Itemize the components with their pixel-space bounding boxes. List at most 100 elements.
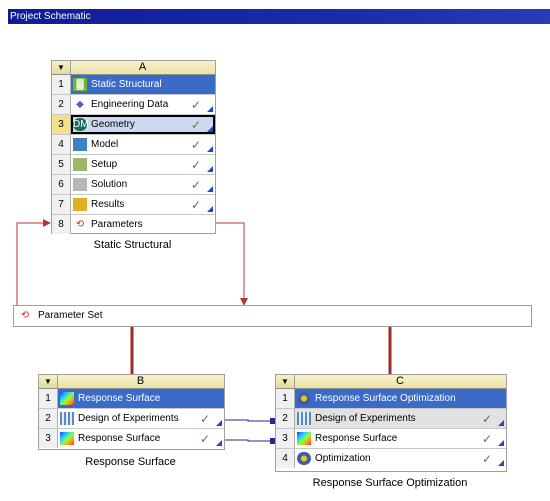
parameter-input-link [16, 222, 50, 305]
cell-corner-marker [498, 460, 504, 466]
cell-label: Parameters [91, 219, 143, 230]
system-a[interactable]: ▼ A 1 ▓ Static Structural 2 ◆ Engineerin… [51, 60, 216, 234]
row-number: 3 [39, 429, 58, 448]
response-surface-transfer-end-marker [270, 438, 276, 444]
cell-label: Optimization [315, 453, 371, 464]
status-check-icon: ✓ [481, 432, 492, 446]
system-a-menu-button[interactable]: ▼ [52, 61, 71, 74]
status-check-icon: ✓ [199, 412, 210, 426]
cell-corner-marker [498, 420, 504, 426]
row-number: 2 [52, 95, 71, 114]
system-c-header: ▼ C [276, 375, 506, 389]
system-c-letter: C [396, 375, 404, 387]
system-a-cell-4[interactable]: 4 Model ✓ [52, 135, 215, 155]
cell-corner-marker [498, 440, 504, 446]
optimization-icon [297, 452, 311, 465]
doe-transfer-end-marker [270, 418, 276, 424]
parameter-set-icon: ⟲ [20, 310, 30, 321]
row-number: 4 [52, 135, 71, 154]
cell-corner-marker [207, 166, 213, 172]
model-icon [73, 138, 87, 151]
status-check-icon: ✓ [481, 452, 492, 466]
title-bar-background [8, 9, 550, 24]
cell-label: Design of Experiments [78, 413, 179, 424]
geometry-icon: DM [73, 118, 89, 131]
cell-background [71, 75, 215, 94]
design-of-experiments-icon [297, 412, 311, 425]
system-a-header: ▼ A [52, 61, 215, 75]
design-of-experiments-icon [60, 412, 74, 425]
system-c-cell-3[interactable]: 3 Response Surface ✓ [276, 429, 506, 449]
system-b-header: ▼ B [39, 375, 224, 389]
static-structural-icon: ▓ [73, 78, 87, 91]
system-b-cell-1[interactable]: 1 Response Surface [39, 389, 224, 409]
row-number: 7 [52, 195, 71, 214]
cell-label: Solution [91, 179, 128, 190]
system-a-caption: Static Structural [93, 239, 172, 251]
row-number: 8 [52, 215, 71, 234]
cell-label: Response Surface [315, 433, 398, 444]
system-b-letter: B [136, 375, 145, 387]
cell-corner-marker [207, 186, 213, 192]
row-number: 6 [52, 175, 71, 194]
system-a-cell-2[interactable]: 2 ◆ Engineering Data ✓ [52, 95, 215, 115]
row-number: 1 [276, 389, 295, 408]
results-icon [73, 198, 87, 211]
system-c-cell-2[interactable]: 2 Design of Experiments ✓ [276, 409, 506, 429]
response-surface-transfer-link [223, 439, 274, 442]
status-check-icon: ✓ [190, 158, 201, 172]
engineering-data-icon: ◆ [76, 99, 84, 110]
cell-label: Setup [91, 159, 118, 170]
cell-label: Response Surface [78, 433, 161, 444]
doe-transfer-link [223, 419, 274, 422]
system-a-cell-3[interactable]: 3 DM Geometry ✓ [52, 115, 215, 135]
cell-label: Geometry [91, 119, 135, 130]
system-b-cell-2[interactable]: 2 Design of Experiments ✓ [39, 409, 224, 429]
cell-selection [71, 115, 215, 134]
row-number: 3 [52, 115, 71, 134]
system-a-cell-5[interactable]: 5 Setup ✓ [52, 155, 215, 175]
parameter-set-label: Parameter Set [38, 310, 103, 321]
row-number: 1 [39, 389, 58, 408]
status-check-icon: ✓ [190, 98, 201, 112]
system-b-cell-3[interactable]: 3 Response Surface ✓ [39, 429, 224, 448]
system-b-menu-button[interactable]: ▼ [39, 375, 58, 388]
system-a-cell-6[interactable]: 6 Solution ✓ [52, 175, 215, 195]
row-number: 4 [276, 449, 295, 468]
parameter-set-bar[interactable]: ⟲ Parameter Set [13, 305, 532, 327]
cell-corner-marker [216, 440, 222, 446]
system-a-cell-7[interactable]: 7 Results ✓ [52, 195, 215, 215]
response-surface-icon [60, 432, 74, 445]
row-number: 5 [52, 155, 71, 174]
cell-corner-marker [207, 106, 213, 112]
parameter-input-arrow [43, 219, 51, 227]
system-a-cell-1[interactable]: 1 ▓ Static Structural [52, 75, 215, 95]
cell-label: Engineering Data [91, 99, 169, 110]
system-c-cell-4[interactable]: 4 Optimization ✓ [276, 449, 506, 468]
parameter-output-link [213, 222, 245, 305]
cell-corner-marker [207, 126, 213, 132]
setup-icon [73, 158, 87, 171]
solution-icon [73, 178, 87, 191]
row-number: 2 [276, 409, 295, 428]
status-check-icon: ✓ [190, 118, 201, 132]
parameter-output-arrow [240, 298, 248, 306]
system-a-cell-8[interactable]: 8 ⟲ Parameters [52, 215, 215, 234]
system-c-cell-1[interactable]: 1 Response Surface Optimization [276, 389, 506, 409]
status-check-icon: ✓ [190, 178, 201, 192]
system-b[interactable]: ▼ B 1 Response Surface 2 Design of Exper… [38, 374, 225, 450]
system-c[interactable]: ▼ C 1 Response Surface Optimization 2 De… [275, 374, 507, 472]
cell-background [295, 389, 506, 408]
cell-label: Response Surface [78, 393, 161, 404]
cell-corner-marker [207, 146, 213, 152]
system-a-letter: A [138, 61, 147, 73]
optimization-icon [297, 392, 311, 405]
status-check-icon: ✓ [199, 432, 210, 446]
status-check-icon: ✓ [190, 138, 201, 152]
system-c-menu-button[interactable]: ▼ [276, 375, 295, 388]
system-c-caption: Response Surface Optimization [312, 477, 468, 489]
cell-label: Response Surface Optimization [315, 393, 456, 404]
title-bar: Project Schematic [0, 0, 550, 24]
cell-label: Results [91, 199, 125, 210]
cell-corner-marker [216, 420, 222, 426]
